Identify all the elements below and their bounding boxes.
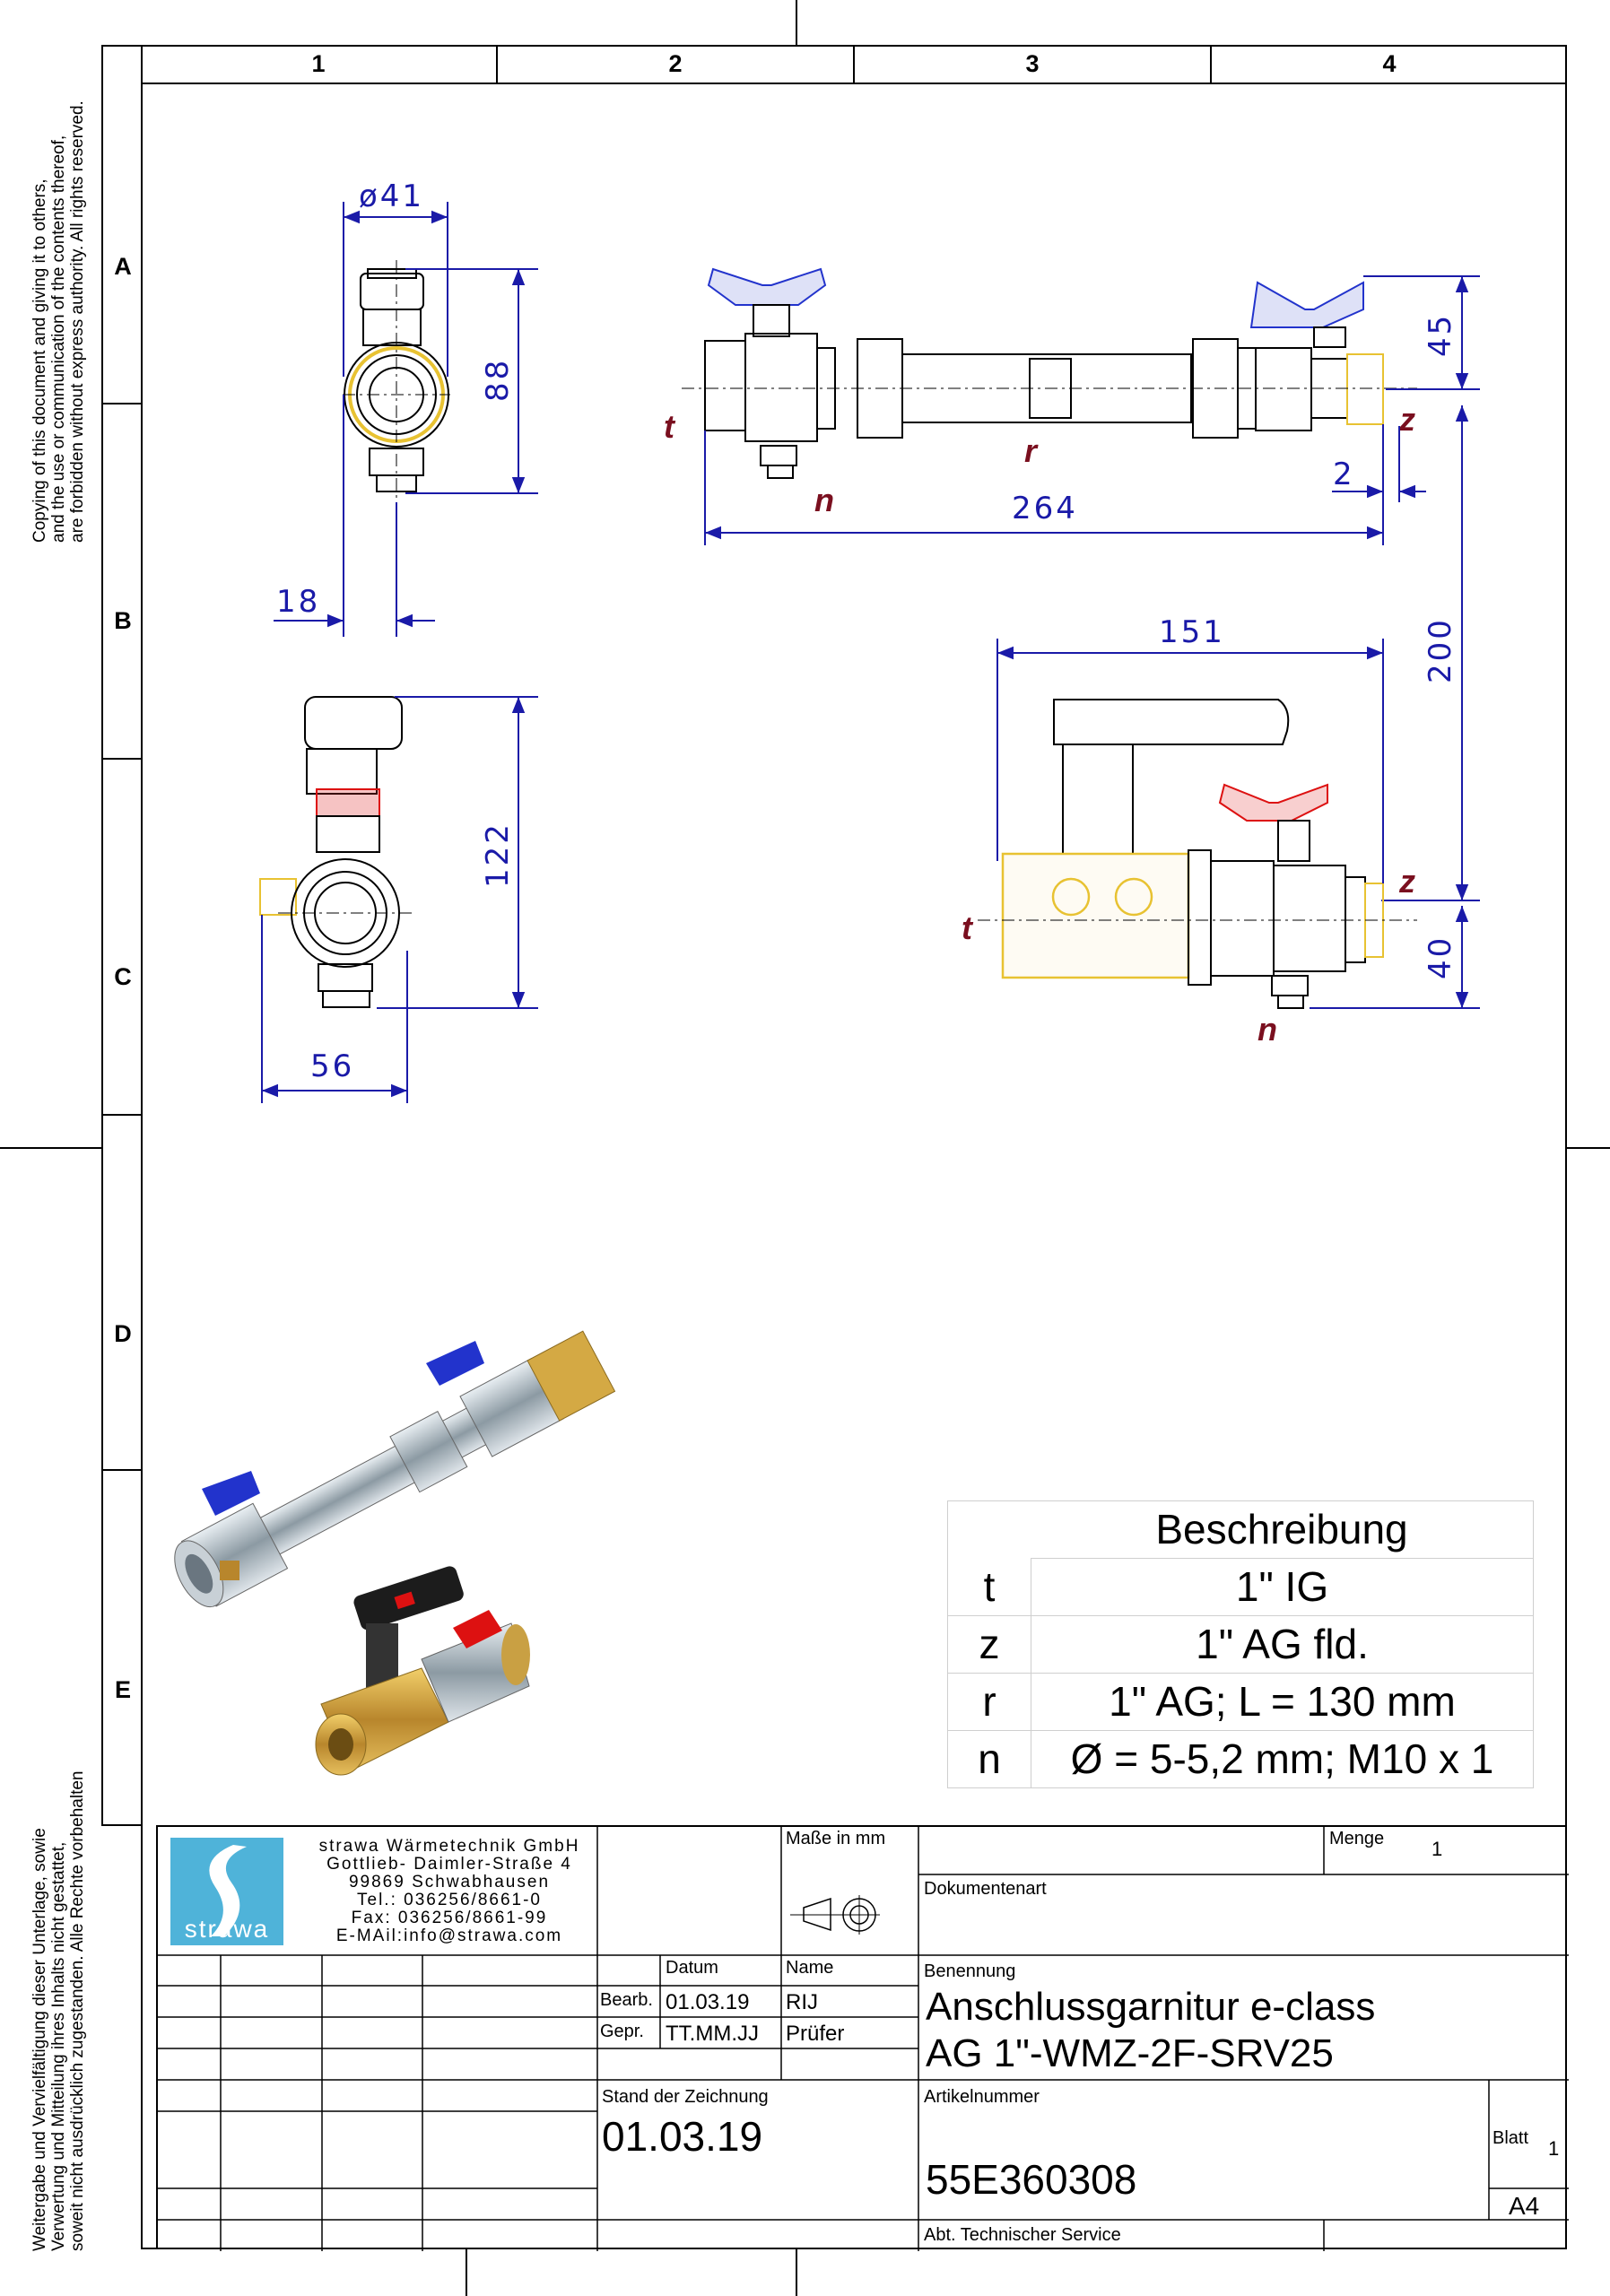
stand-value: 01.03.19 xyxy=(602,2113,763,2160)
menge-label: Menge xyxy=(1329,1829,1385,1848)
units-note: Maße in mm xyxy=(786,1829,886,1848)
column-4: 4 xyxy=(1382,50,1397,77)
short-assembly-side-view xyxy=(978,699,1417,1009)
row-c: C xyxy=(114,963,132,990)
dim-40 xyxy=(1310,906,1480,1009)
title-block-grid xyxy=(158,1827,1569,2251)
blatt-label: Blatt xyxy=(1493,2128,1529,2148)
dim-45-label: 45 xyxy=(1423,313,1458,357)
row-d: D xyxy=(114,1320,132,1347)
dim-88 xyxy=(405,268,538,494)
dim-40-label: 40 xyxy=(1423,935,1458,979)
dim-200 xyxy=(1381,405,1480,901)
dim-18-label: 18 xyxy=(276,584,320,620)
label-n-bottom: n xyxy=(1258,1011,1277,1048)
label-r: r xyxy=(1024,432,1039,469)
end-view-top xyxy=(343,260,450,502)
dim-151-label: 151 xyxy=(1159,614,1225,650)
label-z-bottom: z xyxy=(1398,863,1415,900)
label-n-top: n xyxy=(814,482,834,518)
dim-41 xyxy=(343,202,448,377)
column-1: 1 xyxy=(141,45,498,83)
column-2: 2 xyxy=(498,45,855,83)
blatt-value: 1 xyxy=(1548,2137,1560,2160)
dim-151 xyxy=(996,639,1384,883)
dim-88-label: 88 xyxy=(480,358,516,402)
dim-2-label: 2 xyxy=(1333,457,1355,492)
sheet-format: A4 xyxy=(1509,2192,1540,2220)
dokumentenart-label: Dokumentenart xyxy=(924,1879,1047,1899)
dim-122 xyxy=(377,696,538,1009)
bearb-date: 01.03.19 xyxy=(666,1990,750,2014)
gepr-date: TT.MM.JJ xyxy=(666,2022,759,2046)
stand-label: Stand der Zeichnung xyxy=(602,2087,769,2107)
column-header: 1 2 3 4 xyxy=(141,45,1567,84)
dim-122-label: 122 xyxy=(480,822,516,888)
name-label: Name xyxy=(786,1958,834,1978)
iso-short-assembly xyxy=(315,1566,530,1776)
dim-264 xyxy=(704,424,1426,545)
column-3: 3 xyxy=(855,45,1212,83)
end-view-bottom xyxy=(259,696,413,1008)
menge-value: 1 xyxy=(1432,1838,1443,1860)
company-address: strawa Wärmetechnik GmbH Gottlieb- Daiml… xyxy=(318,1837,580,1945)
bearb-label: Bearb. xyxy=(600,1990,653,2010)
benennung-label: Benennung xyxy=(924,1961,1016,1981)
label-t-top: t xyxy=(664,408,676,445)
long-assembly-side-view xyxy=(682,267,1417,479)
dim-56-label: 56 xyxy=(310,1048,354,1084)
title-block: strawa strawa Wärmetechnik GmbH Gottlieb… xyxy=(156,1825,1569,2251)
dim-200-label: 200 xyxy=(1423,617,1458,683)
row-a: A xyxy=(114,253,132,280)
dim-56 xyxy=(261,915,408,1103)
datum-label: Datum xyxy=(666,1958,718,1978)
strawa-logo: strawa xyxy=(170,1838,283,1945)
artikel-label: Artikelnummer xyxy=(924,2087,1040,2107)
row-e: E xyxy=(114,1676,131,1703)
gepr-label: Gepr. xyxy=(600,2022,644,2041)
description-title: Beschreibung xyxy=(1031,1501,1533,1559)
drawing-title: Anschlussgarnitur e-class AG 1"-WMZ-2F-S… xyxy=(926,1985,1376,2075)
label-z-top: z xyxy=(1398,401,1415,438)
bearb-name: RIJ xyxy=(786,1990,818,2014)
row-header: A B C D E xyxy=(101,45,143,1826)
iso-long-assembly xyxy=(174,1330,616,1608)
gepr-name: Prüfer xyxy=(786,2022,845,2046)
row-b: B xyxy=(114,607,132,634)
department: Abt. Technischer Service xyxy=(924,2225,1121,2245)
dim-41-label: ø41 xyxy=(359,178,424,214)
label-t-bottom: t xyxy=(962,909,974,946)
dim-45 xyxy=(1363,275,1480,390)
dim-264-label: 264 xyxy=(1012,491,1078,526)
artikel-value: 55E360308 xyxy=(926,2156,1137,2203)
dim-18 xyxy=(274,395,435,637)
